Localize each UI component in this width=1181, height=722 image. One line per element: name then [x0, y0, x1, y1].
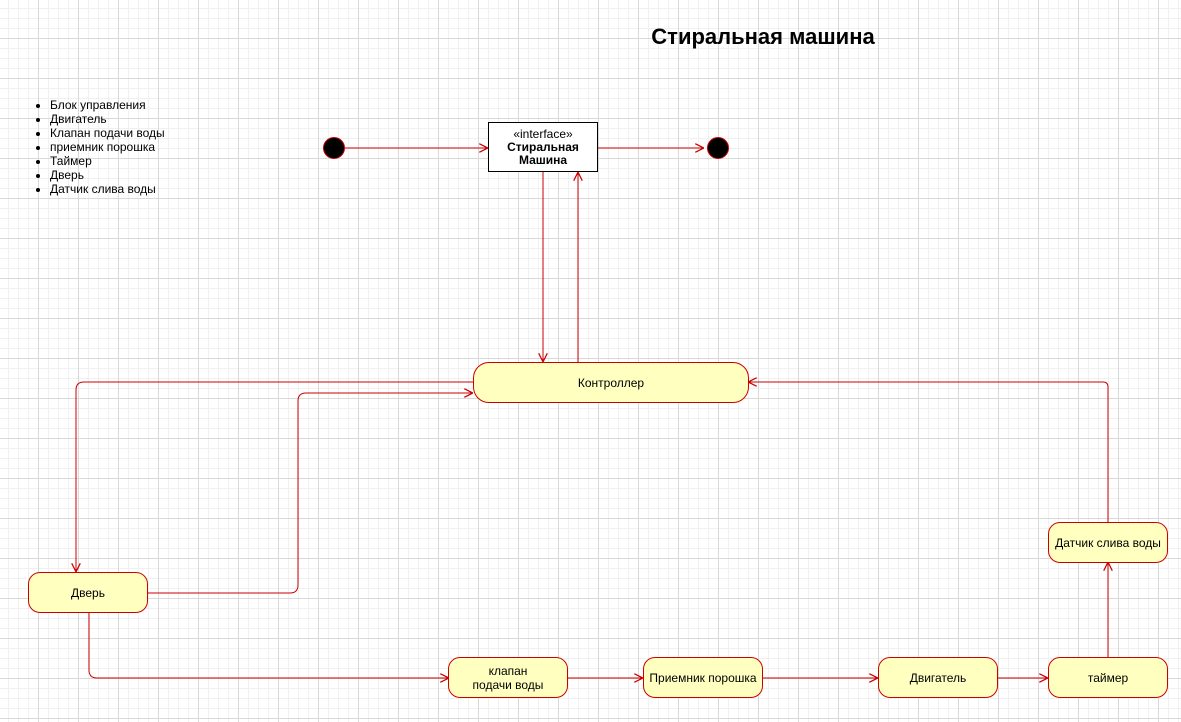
- state-powder-receiver[interactable]: Приемник порошка: [643, 657, 763, 698]
- state-water-valve-label: клапан подачи воды: [472, 663, 544, 692]
- state-door-label: Дверь: [71, 585, 105, 600]
- final-state-node[interactable]: [707, 137, 729, 159]
- initial-state-node[interactable]: [323, 137, 345, 159]
- state-drain-sensor[interactable]: Датчик слива воды: [1048, 522, 1168, 563]
- component-list-item: Блок управления: [50, 98, 165, 112]
- component-list-item: Двигатель: [50, 112, 165, 126]
- component-list-item: Датчик слива воды: [50, 182, 165, 196]
- transition-door-to-valve[interactable]: [88, 612, 448, 678]
- transition-door-to-controller[interactable]: [148, 393, 472, 594]
- state-controller-label: Контроллер: [577, 375, 645, 390]
- state-engine-label: Двигатель: [909, 670, 967, 685]
- state-timer-label: таймер: [1087, 670, 1129, 685]
- diagram-title: Стиральная машина: [651, 24, 875, 49]
- state-water-valve[interactable]: клапан подачи воды: [448, 657, 568, 698]
- state-timer[interactable]: таймер: [1048, 657, 1168, 698]
- state-drain-sensor-label: Датчик слива воды: [1055, 535, 1161, 550]
- component-list-item: Таймер: [50, 154, 165, 168]
- component-list-item: приемник порошка: [50, 140, 165, 154]
- interface-stereotype: «interface»: [513, 126, 573, 141]
- component-list: Блок управления Двигатель Клапан подачи …: [32, 98, 165, 196]
- state-engine[interactable]: Двигатель: [878, 657, 998, 698]
- interface-name: Стиральная Машина: [507, 139, 579, 167]
- state-powder-receiver-label: Приемник порошка: [649, 670, 757, 685]
- component-list-item: Клапан подачи воды: [50, 126, 165, 140]
- transition-drain-to-controller[interactable]: [749, 382, 1109, 522]
- state-controller[interactable]: Контроллер: [473, 362, 749, 403]
- state-door[interactable]: Дверь: [28, 572, 148, 613]
- component-list-item: Дверь: [50, 168, 165, 182]
- transition-controller-to-door[interactable]: [76, 381, 473, 571]
- interface-washing-machine[interactable]: «interface» Стиральная Машина: [488, 122, 598, 172]
